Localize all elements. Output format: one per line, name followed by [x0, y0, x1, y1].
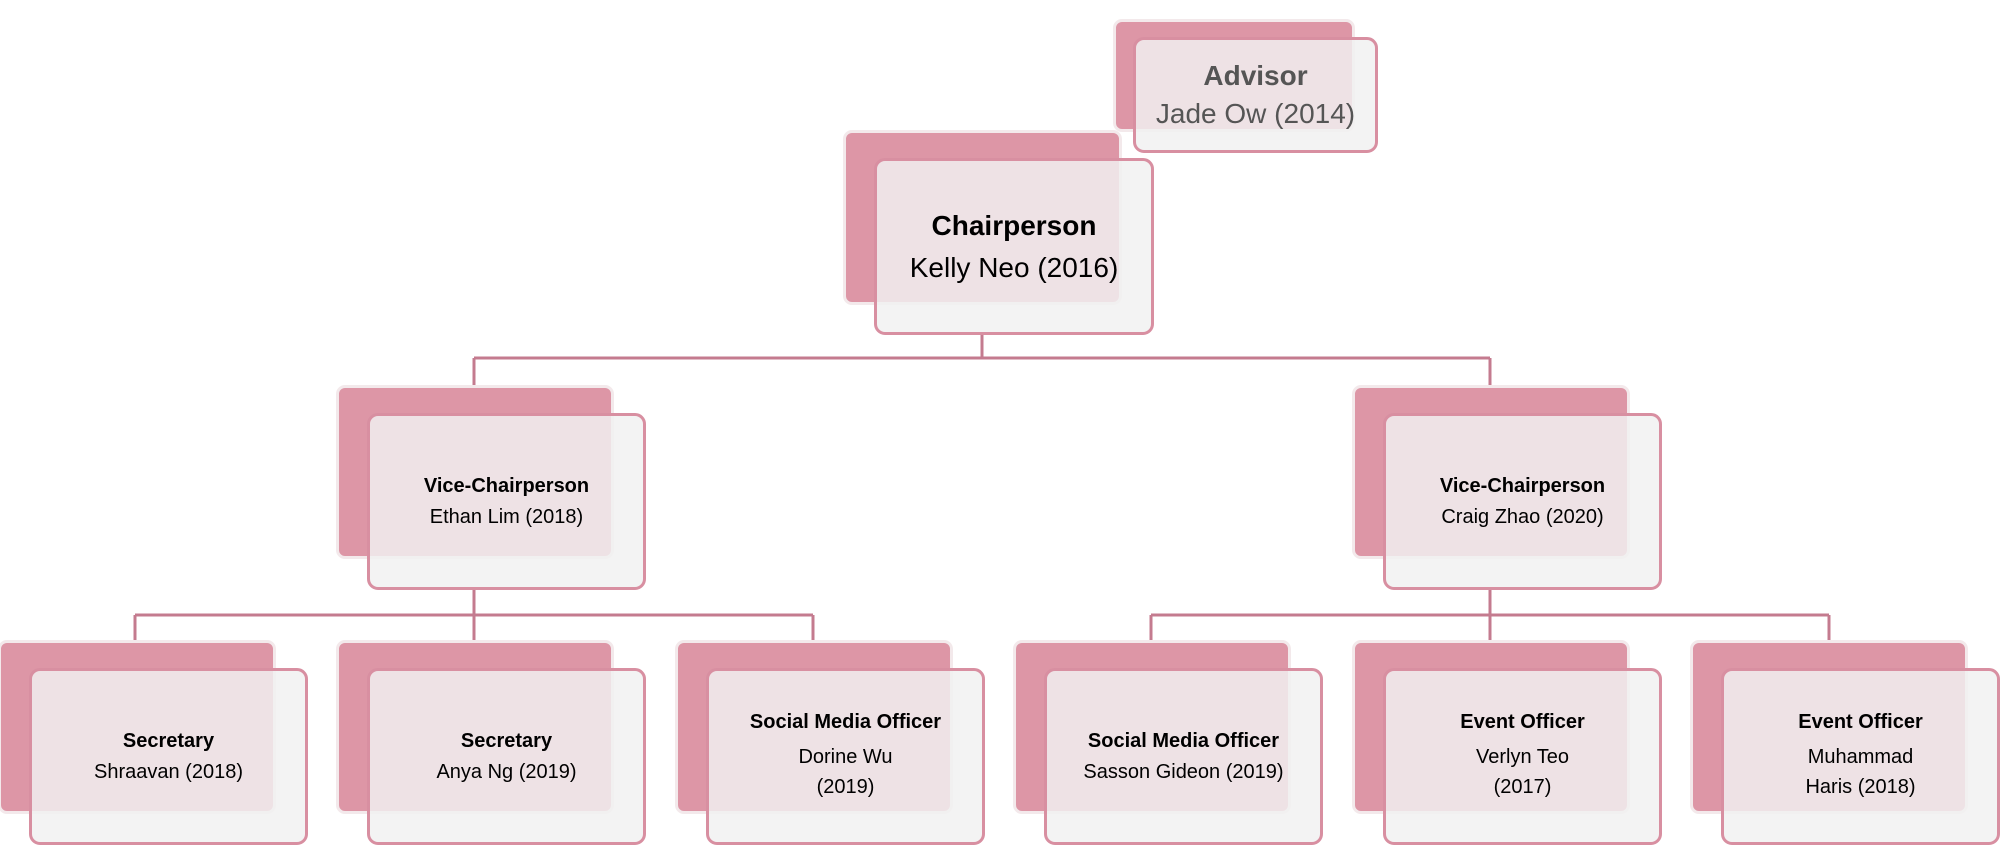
node-name: Kelly Neo (2016) [909, 251, 1119, 283]
node-title: Secretary [460, 729, 553, 752]
advisor-node: Advisor Jade Ow (2014) [1113, 19, 1378, 153]
vice-chairperson-node: Vice-Chairperson Ethan Lim (2018) [336, 385, 646, 590]
node-name: Ethan Lim (2018) [429, 505, 584, 528]
node-name: Craig Zhao (2020) [1441, 505, 1604, 528]
node-name: Muhammad Haris (2018) [1805, 746, 1916, 798]
node-title: Chairperson [931, 209, 1097, 241]
node-name: Anya Ng (2019) [436, 760, 577, 783]
node-card: Secretary Anya Ng (2019) [367, 668, 646, 845]
chairperson-node: Chairperson Kelly Neo (2016) [843, 130, 1154, 335]
node-name: Sasson Gideon (2019) [1083, 760, 1284, 783]
node-name: Dorine Wu (2019) [798, 746, 893, 798]
vice-chairperson-node: Vice-Chairperson Craig Zhao (2020) [1352, 385, 1662, 590]
node-card: Secretary Shraavan (2018) [29, 668, 308, 845]
node-title: Social Media Officer [1087, 729, 1280, 752]
node-name: Verlyn Teo (2017) [1475, 746, 1570, 798]
node-title: Vice-Chairperson [423, 474, 590, 497]
member-node: Secretary Shraavan (2018) [0, 640, 308, 845]
node-card: Social Media Officer Dorine Wu (2019) [706, 668, 985, 845]
node-name: Shraavan (2018) [94, 760, 243, 783]
member-node: Secretary Anya Ng (2019) [336, 640, 646, 845]
node-card: Chairperson Kelly Neo (2016) [874, 158, 1154, 335]
node-card: Advisor Jade Ow (2014) [1133, 37, 1378, 153]
node-title: Social Media Officer [749, 711, 942, 733]
member-node: Event Officer Muhammad Haris (2018) [1690, 640, 2000, 845]
node-card: Event Officer Muhammad Haris (2018) [1721, 668, 2000, 845]
node-title: Secretary [122, 729, 215, 752]
member-node: Social Media Officer Sasson Gideon (2019… [1013, 640, 1323, 845]
member-node: Social Media Officer Dorine Wu (2019) [675, 640, 985, 845]
node-card: Social Media Officer Sasson Gideon (2019… [1044, 668, 1323, 845]
node-card: Vice-Chairperson Ethan Lim (2018) [367, 413, 646, 590]
node-name: Jade Ow (2014) [1155, 98, 1356, 129]
node-card: Event Officer Verlyn Teo (2017) [1383, 668, 1662, 845]
node-title: Vice-Chairperson [1439, 474, 1606, 497]
node-title: Event Officer [1798, 711, 1923, 733]
node-card: Vice-Chairperson Craig Zhao (2020) [1383, 413, 1662, 590]
node-title: Advisor [1203, 60, 1308, 91]
node-title: Event Officer [1460, 711, 1585, 733]
member-node: Event Officer Verlyn Teo (2017) [1352, 640, 1662, 845]
